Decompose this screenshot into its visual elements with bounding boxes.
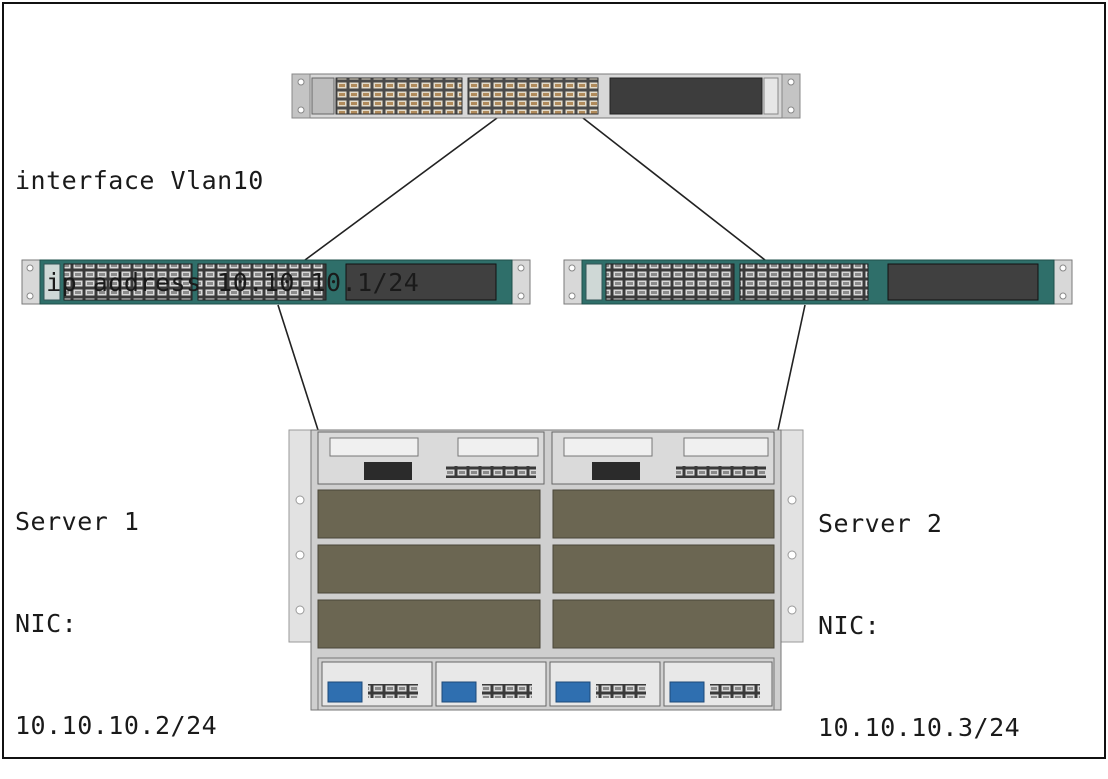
server1-nic-label: NIC: bbox=[15, 609, 78, 638]
server1-label: Server 1 NIC: 10.10.10.2/24 bbox=[15, 437, 217, 777]
cable-left-switch-to-chassis bbox=[277, 304, 319, 431]
vlan-ip-line: ip address 10.10.10.1/24 bbox=[15, 268, 420, 297]
server2-ip: 10.10.10.3/24 bbox=[818, 713, 1021, 742]
cable-right-switch-to-chassis bbox=[777, 304, 806, 431]
blade-chassis bbox=[288, 429, 804, 711]
server2-label: Server 2 NIC: 10.10.10.3/24 bbox=[818, 439, 1020, 779]
server2-nic-label: NIC: bbox=[818, 611, 881, 640]
server1-ip: 10.10.10.2/24 bbox=[15, 711, 218, 740]
cables bbox=[277, 117, 806, 431]
server1-name: Server 1 bbox=[15, 507, 140, 536]
vlan-interface-line: interface Vlan10 bbox=[15, 166, 264, 195]
core-switch bbox=[291, 73, 801, 119]
server2-name: Server 2 bbox=[818, 509, 943, 538]
cable-core-to-right-switch bbox=[582, 117, 766, 261]
cable-core-to-left-switch bbox=[304, 117, 498, 261]
right-switch bbox=[563, 259, 1073, 305]
network-topology-diagram bbox=[21, 73, 1073, 711]
left-switch bbox=[21, 259, 531, 305]
vlan-config-label: interface Vlan10 ip address 10.10.10.1/2… bbox=[15, 96, 419, 334]
